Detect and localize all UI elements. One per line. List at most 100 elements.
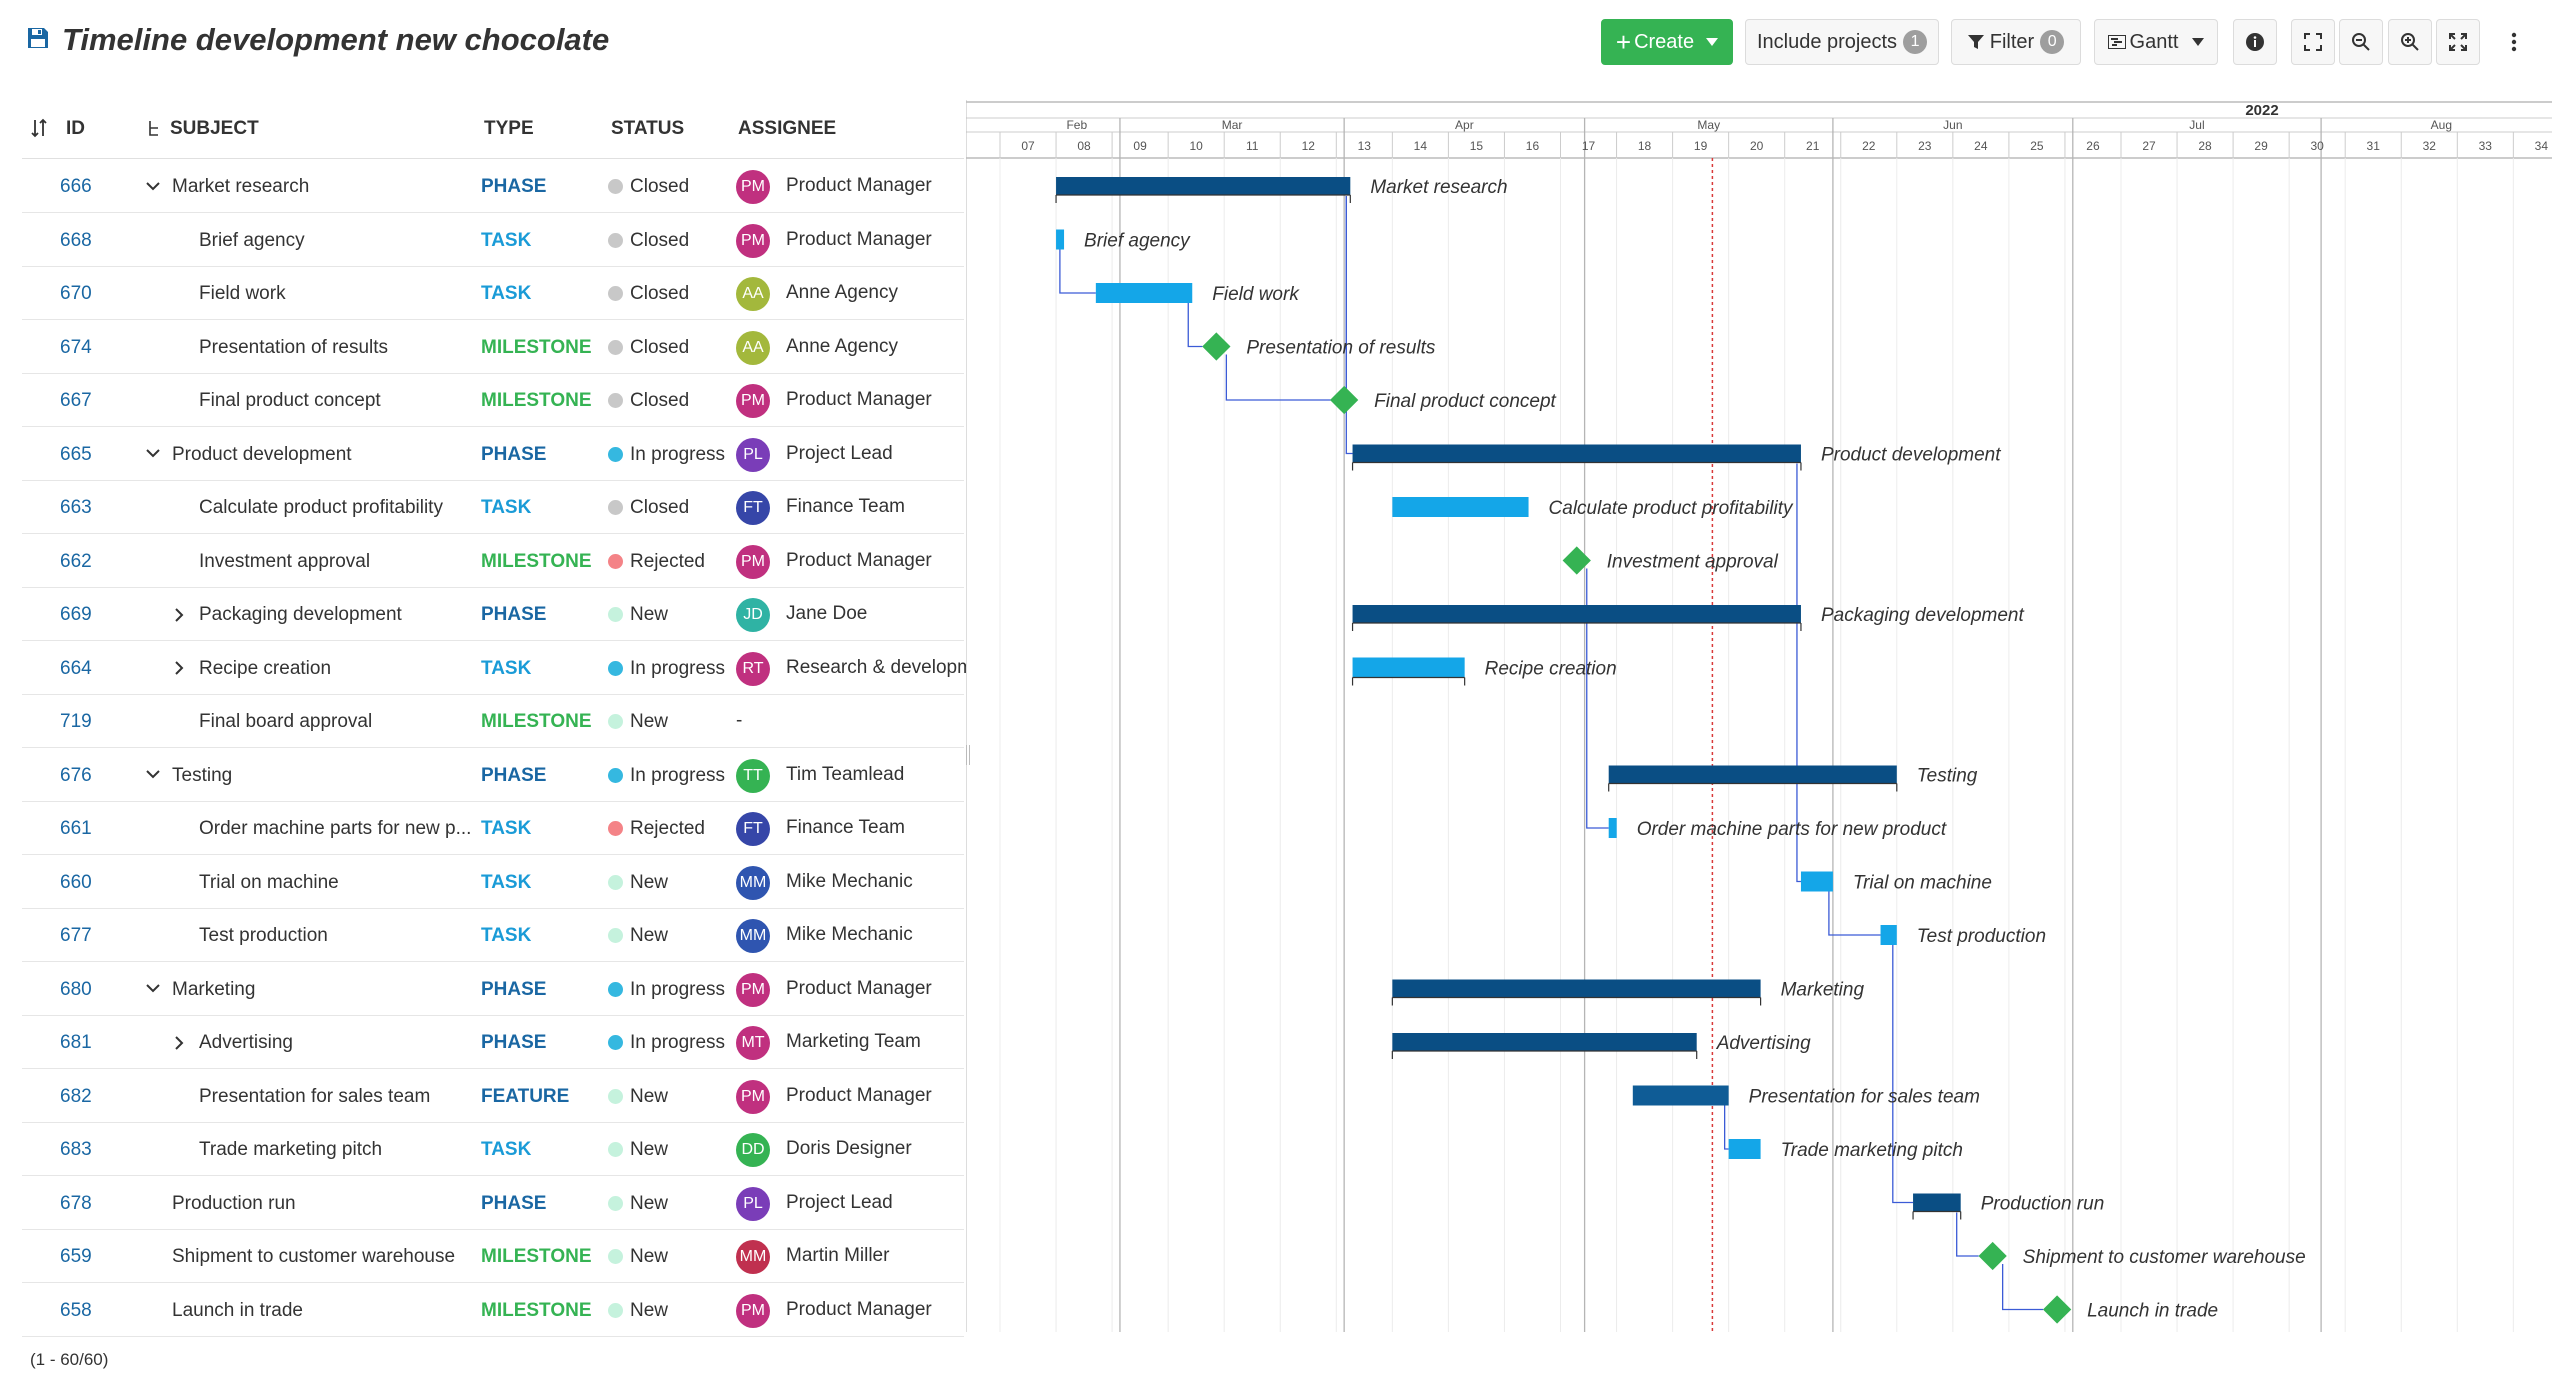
subject-cell[interactable]: Field work (199, 283, 286, 304)
work-package-id-link[interactable]: 676 (60, 764, 92, 786)
column-header-assignee[interactable]: ASSIGNEE (738, 118, 837, 139)
assignee-cell[interactable]: Jane Doe (786, 603, 868, 624)
status-cell[interactable]: In progress (608, 428, 725, 481)
view-mode-dropdown[interactable]: Gantt (2094, 19, 2218, 65)
work-package-id-link[interactable]: 666 (60, 176, 92, 197)
type-cell[interactable]: TASK (481, 1139, 532, 1160)
work-package-id-link[interactable]: 660 (60, 871, 92, 893)
status-cell[interactable]: In progress (608, 642, 725, 695)
work-package-id-link[interactable]: 669 (60, 604, 92, 625)
sort-icon[interactable] (30, 118, 48, 143)
chevron-right-icon[interactable] (171, 642, 189, 695)
subject-cell[interactable]: Testing (172, 764, 233, 786)
assignee-cell[interactable]: - (736, 710, 743, 731)
assignee-cell[interactable]: Doris Designer (786, 1138, 912, 1159)
status-cell[interactable]: New (608, 588, 668, 641)
assignee-cell[interactable]: Finance Team (786, 817, 905, 838)
type-cell[interactable]: TASK (481, 818, 532, 839)
work-package-id-link[interactable]: 719 (60, 711, 92, 732)
work-package-id-link[interactable]: 677 (60, 925, 92, 946)
work-package-id-link[interactable]: 667 (60, 390, 92, 411)
assignee-cell[interactable]: Product Manager (786, 389, 932, 410)
subject-cell[interactable]: Trade marketing pitch (199, 1139, 383, 1160)
subject-cell[interactable]: Brief agency (199, 229, 305, 251)
type-cell[interactable]: TASK (481, 871, 532, 893)
work-package-id-link[interactable]: 668 (60, 229, 92, 251)
type-cell[interactable]: MILESTONE (481, 390, 592, 411)
work-package-id-link[interactable]: 681 (60, 1032, 92, 1053)
chevron-right-icon[interactable] (171, 588, 189, 641)
subject-cell[interactable]: Advertising (199, 1032, 293, 1053)
subject-cell[interactable]: Order machine parts for new p... (199, 818, 472, 839)
work-package-id-link[interactable]: 658 (60, 1299, 92, 1321)
type-cell[interactable]: PHASE (481, 604, 547, 625)
assignee-cell[interactable]: Project Lead (786, 442, 893, 464)
include-projects-button[interactable]: Include projects 1 (1745, 19, 1939, 65)
subject-cell[interactable]: Presentation for sales team (199, 1085, 431, 1107)
assignee-cell[interactable]: Research & developm (786, 656, 966, 678)
type-cell[interactable]: PHASE (481, 443, 547, 465)
type-cell[interactable]: PHASE (481, 176, 547, 197)
work-package-id-link[interactable]: 663 (60, 497, 92, 518)
status-cell[interactable]: Closed (608, 267, 689, 320)
subject-cell[interactable]: Trial on machine (199, 871, 339, 893)
status-cell[interactable]: Closed (608, 321, 689, 374)
type-cell[interactable]: TASK (481, 925, 532, 946)
assignee-cell[interactable]: Mike Mechanic (786, 870, 913, 892)
status-cell[interactable]: Closed (608, 481, 689, 534)
type-cell[interactable]: TASK (481, 229, 532, 251)
filter-button[interactable]: Filter 0 (1951, 19, 2081, 65)
create-button[interactable]: + Create (1601, 19, 1733, 65)
chevron-down-icon[interactable] (144, 749, 162, 802)
assignee-cell[interactable]: Product Manager (786, 1298, 932, 1320)
type-cell[interactable]: TASK (481, 283, 532, 304)
chevron-down-icon[interactable] (144, 160, 162, 213)
status-cell[interactable]: In progress (608, 963, 725, 1016)
status-cell[interactable]: Closed (608, 374, 689, 427)
subject-cell[interactable]: Test production (199, 925, 328, 946)
work-package-id-link[interactable]: 665 (60, 443, 92, 465)
subject-cell[interactable]: Shipment to customer warehouse (172, 1246, 456, 1267)
assignee-cell[interactable]: Anne Agency (786, 282, 898, 303)
assignee-cell[interactable]: Martin Miller (786, 1245, 890, 1266)
work-package-id-link[interactable]: 662 (60, 550, 92, 572)
save-icon[interactable] (26, 26, 50, 50)
type-cell[interactable]: PHASE (481, 1192, 547, 1214)
more-button[interactable] (2494, 19, 2534, 65)
status-cell[interactable]: New (608, 1284, 668, 1337)
type-cell[interactable]: MILESTONE (481, 550, 592, 572)
assignee-cell[interactable]: Product Manager (786, 175, 932, 196)
work-package-id-link[interactable]: 659 (60, 1246, 92, 1267)
status-cell[interactable]: New (608, 1070, 668, 1123)
column-header-type[interactable]: TYPE (484, 118, 534, 139)
subject-cell[interactable]: Final product concept (199, 390, 381, 411)
type-cell[interactable]: PHASE (481, 764, 547, 786)
assignee-cell[interactable]: Product Manager (786, 549, 932, 571)
subject-cell[interactable]: Investment approval (199, 550, 371, 572)
type-cell[interactable]: TASK (481, 657, 532, 679)
assignee-cell[interactable]: Anne Agency (786, 335, 898, 357)
details-button[interactable] (2233, 19, 2277, 65)
assignee-cell[interactable]: Mike Mechanic (786, 924, 913, 945)
status-cell[interactable]: In progress (608, 1016, 725, 1069)
type-cell[interactable]: TASK (481, 497, 532, 518)
status-cell[interactable]: New (608, 1230, 668, 1283)
assignee-cell[interactable]: Finance Team (786, 496, 905, 517)
assignee-cell[interactable]: Product Manager (786, 977, 932, 999)
